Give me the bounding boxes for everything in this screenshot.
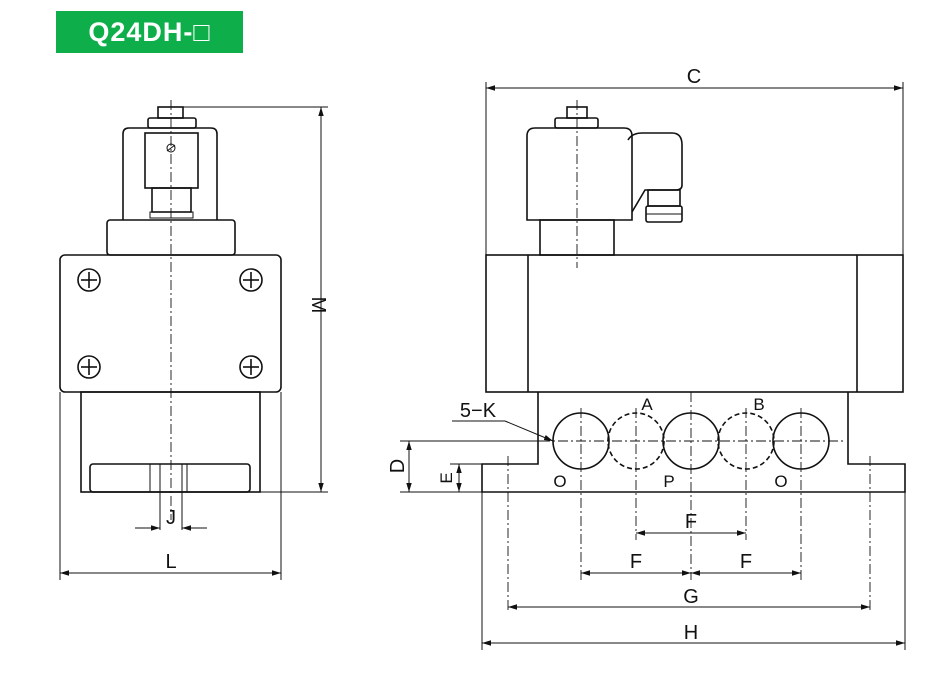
dim-E-label: E xyxy=(437,472,456,483)
screw-icons xyxy=(77,268,263,379)
slot xyxy=(89,463,251,493)
port-A-label: A xyxy=(641,395,653,414)
din-connector xyxy=(627,132,683,213)
valve-body xyxy=(485,254,904,393)
base-plate xyxy=(481,392,906,493)
label-5-K: 5−K xyxy=(460,400,497,422)
dim-J-label: J xyxy=(166,507,176,529)
nut-top xyxy=(157,106,184,119)
port-O-left-label: O xyxy=(553,472,566,491)
side-view xyxy=(59,100,328,580)
port-B-label: B xyxy=(753,395,764,414)
front-view xyxy=(400,82,906,650)
dim-H-label: H xyxy=(684,622,698,644)
dim-M-label: M xyxy=(307,297,329,314)
nut xyxy=(147,117,197,129)
dim-L-label: L xyxy=(165,551,176,573)
dim-G-label: G xyxy=(683,586,699,608)
dim-F-left-label: F xyxy=(630,551,642,573)
port-O-right-label: O xyxy=(774,472,787,491)
connector-box xyxy=(144,132,199,189)
coil xyxy=(526,127,633,221)
dim-D-label: D xyxy=(387,459,409,473)
model-title: Q24DH-□ xyxy=(56,11,243,53)
main-body xyxy=(59,254,282,393)
port-P-label: P xyxy=(663,472,674,491)
dim-F-right-label: F xyxy=(740,551,752,573)
dim-F-top-label: F xyxy=(685,511,697,533)
stem xyxy=(151,187,192,213)
coil-housing xyxy=(122,127,218,220)
dim-C-label: C xyxy=(687,66,701,88)
lower-body xyxy=(80,391,261,493)
